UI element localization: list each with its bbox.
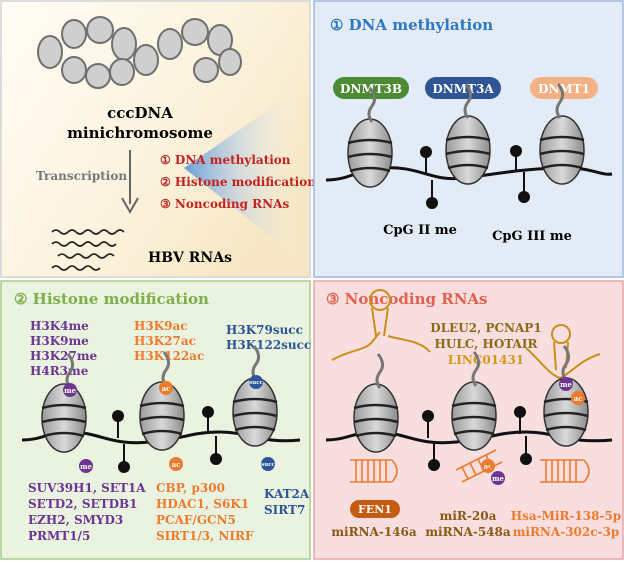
svg-text:miRNA-302c-3p: miRNA-302c-3p [513,525,620,539]
svg-text:succ: succ [249,380,263,386]
cccdna-label: cccDNA [107,104,173,122]
svg-text:ac: ac [172,460,181,469]
svg-text:LINC01431: LINC01431 [448,353,524,367]
acetylation-enzymes-list: CBP, p300 HDAC1, S6K1 PCAF/GCN5 SIRT1/3,… [156,481,254,543]
succ-dot-top: succ [249,375,264,389]
badge-dnmt1: DNMT1 [530,77,598,99]
svg-text:HDAC1, S6K1: HDAC1, S6K1 [156,497,249,511]
badge-dnmt3a: DNMT3A [425,77,501,99]
svg-text:PCAF/GCN5: PCAF/GCN5 [156,513,236,527]
histone-modification-title: ② Histone modification [14,290,209,308]
cpg-ii-label: CpG II me [383,223,457,238]
svg-text:me: me [80,462,92,471]
ncrna-ac-dot-top: ac [571,391,585,405]
svg-text:me: me [64,386,76,395]
methylation-enzymes-list: SUV39H1, SET1A SETD2, SETDB1 EZH2, SMYD3… [28,481,146,543]
lncrna-list: DLEU2, PCNAP1 HULC, HOTAIR LINC01431 [430,321,541,367]
noncoding-rnas-title: ③ Noncoding RNAs [326,290,488,308]
svg-text:SETD2, SETDB1: SETD2, SETDB1 [28,497,138,511]
svg-text:SIRT7: SIRT7 [264,503,305,517]
svg-text:miRNA-548a: miRNA-548a [425,525,511,539]
svg-text:ac: ac [162,384,171,393]
acetylation-marks-list: H3K9ac H3K27ac H3K122ac [134,319,204,363]
ac-dot-top: ac [159,381,173,395]
svg-text:H3K27me: H3K27me [30,349,98,363]
mirna-right-list: Hsa-MiR-138-5p miRNA-302c-3p [511,509,621,539]
nucleosome [450,380,498,452]
lncrna-strand-left [331,289,431,361]
fen1-badge: FEN1 [350,500,400,518]
svg-text:DNMT3A: DNMT3A [432,82,494,96]
svg-text:Hsa-MiR-138-5p: Hsa-MiR-138-5p [511,509,621,523]
ncrna-me-dot-top: me [559,377,573,391]
svg-text:HULC, HOTAIR: HULC, HOTAIR [435,337,539,351]
panel-noncoding-rnas: ③ Noncoding RNAs DLEU2, PCNAP1 HULC, HOT… [313,280,624,560]
hbv-rnas-label: HBV RNAs [148,250,232,266]
svg-text:H3K9me: H3K9me [30,334,89,348]
svg-text:H3K79succ: H3K79succ [226,323,303,337]
panel-dna-methylation: ① DNA methylation DNMT3B DNMT3A DNMT1 Cp… [313,0,624,278]
ac-dot-bottom: ac [169,457,183,471]
ncrna-lollipops [422,406,532,471]
svg-text:succ: succ [261,462,275,468]
cpg-iii-label: CpG III me [492,229,572,244]
methylation-marks-list: H3K4me H3K9me H3K27me H4R3me [30,319,98,378]
succinylation-enzymes-list: KAT2A SIRT7 [264,487,310,517]
svg-text:H3K27ac: H3K27ac [134,334,196,348]
ncrna-ac-dot-bottom: ac [481,459,495,473]
nucleosome [352,382,400,454]
svg-text:FEN1: FEN1 [358,503,392,516]
panel-overview: cccDNA minichromosome Transcription ① DN… [0,0,316,278]
nucleosome [444,114,492,186]
svg-text:DLEU2, PCNAP1: DLEU2, PCNAP1 [430,321,541,335]
svg-text:PRMT1/5: PRMT1/5 [28,529,90,543]
svg-text:H3K4me: H3K4me [30,319,89,333]
list-item-noncoding-rnas: ③ Noncoding RNAs [160,197,289,211]
svg-text:miR-20a: miR-20a [440,509,497,523]
transcription-label: Transcription [36,169,127,183]
svg-text:EZH2, SMYD3: EZH2, SMYD3 [28,513,123,527]
list-item-histone-modification: ② Histone modification [160,175,316,189]
svg-text:H4R3me: H4R3me [30,364,89,378]
mirna-ladder-middle [455,449,503,483]
svg-text:ac: ac [484,462,493,471]
mirna-ladder-left [350,459,398,483]
svg-text:H3K9ac: H3K9ac [134,319,188,333]
mirna-middle-list: miR-20a miRNA-548a [425,509,511,539]
svg-text:ac: ac [574,394,583,403]
succinylation-marks-list: H3K79succ H3K122succ [226,323,311,352]
minichromosome-label: minichromosome [67,124,213,142]
svg-text:H3K122succ: H3K122succ [226,338,311,352]
svg-text:KAT2A: KAT2A [264,487,310,501]
svg-text:H3K122ac: H3K122ac [134,349,204,363]
panel-histone-modification: ② Histone modification H3K4me H3K9me H3K… [0,280,311,560]
succ-dot-bottom: succ [261,457,276,471]
dna-methylation-title: ① DNA methylation [330,16,493,34]
list-item-dna-methylation: ① DNA methylation [160,153,291,167]
svg-text:me: me [560,380,572,389]
transcription-arrowhead [121,197,139,215]
cccdna-chain-graphic [37,16,242,89]
svg-text:me: me [492,474,504,483]
svg-text:SUV39H1, SET1A: SUV39H1, SET1A [28,481,146,495]
ncrna-me-dot-bottom: me [491,471,505,485]
hbv-rna-waves [51,229,125,271]
regulation-funnel [184,88,300,260]
me-dot-bottom: me [79,459,93,473]
nucleosome [538,114,586,186]
svg-text:DNMT1: DNMT1 [538,82,590,96]
svg-text:CBP, p300: CBP, p300 [156,481,225,495]
nucleosome [346,117,394,189]
mirna-146a-label: miRNA-146a [331,525,417,539]
histone-lollipops [112,406,222,473]
methyl-marks [420,145,530,209]
me-dot-top: me [63,383,77,397]
mirna-ladder-right [540,459,590,483]
svg-text:SIRT1/3, NIRF: SIRT1/3, NIRF [156,529,254,543]
